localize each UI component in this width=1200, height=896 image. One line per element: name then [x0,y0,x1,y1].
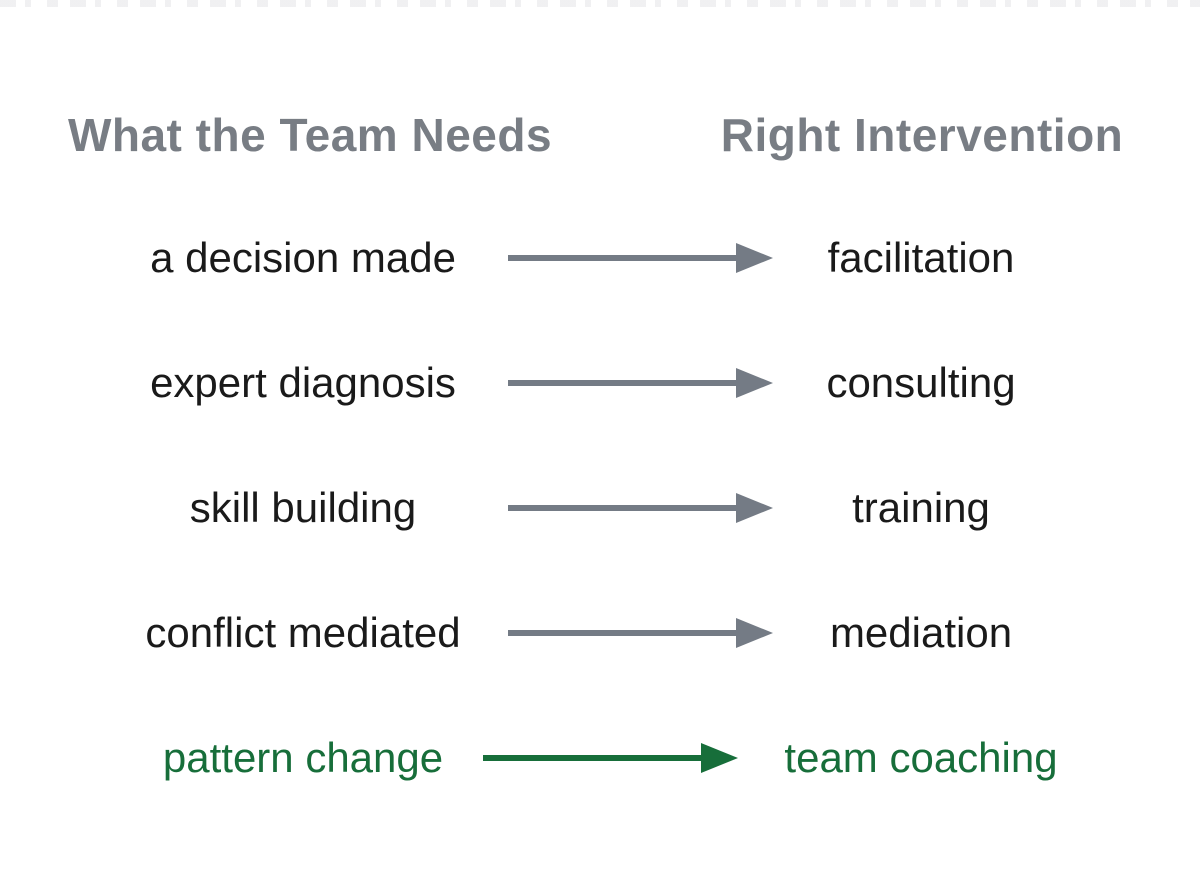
mapping-row: a decision made facilitation [0,223,1200,293]
column-header-right-intervention: Right Intervention [720,109,1124,161]
intervention-label: facilitation [827,234,1015,281]
need-label: pattern change [162,734,444,781]
right-arrow-icon [508,618,773,648]
intervention-label: training [852,484,990,531]
right-arrow-icon [483,743,738,773]
intervention-label: mediation [829,609,1013,656]
column-header-what-the-team-needs: What the Team Needs [67,109,553,161]
right-arrow-icon [508,493,773,523]
right-arrow-icon [508,368,773,398]
need-label: a decision made [150,234,456,281]
mapping-row: skill building training [0,473,1200,543]
need-label: skill building [189,484,417,531]
right-arrow-icon [508,243,773,273]
need-label: conflict mediated [145,609,461,656]
intervention-label: team coaching [784,734,1058,781]
cropped-text-artifact [0,0,1200,7]
intervention-label: consulting [826,359,1016,406]
mapping-row: expert diagnosis consulting [0,348,1200,418]
mapping-row: conflict mediated mediation [0,598,1200,668]
mapping-row-highlighted: pattern change team coaching [0,723,1200,793]
need-label: expert diagnosis [150,359,456,406]
